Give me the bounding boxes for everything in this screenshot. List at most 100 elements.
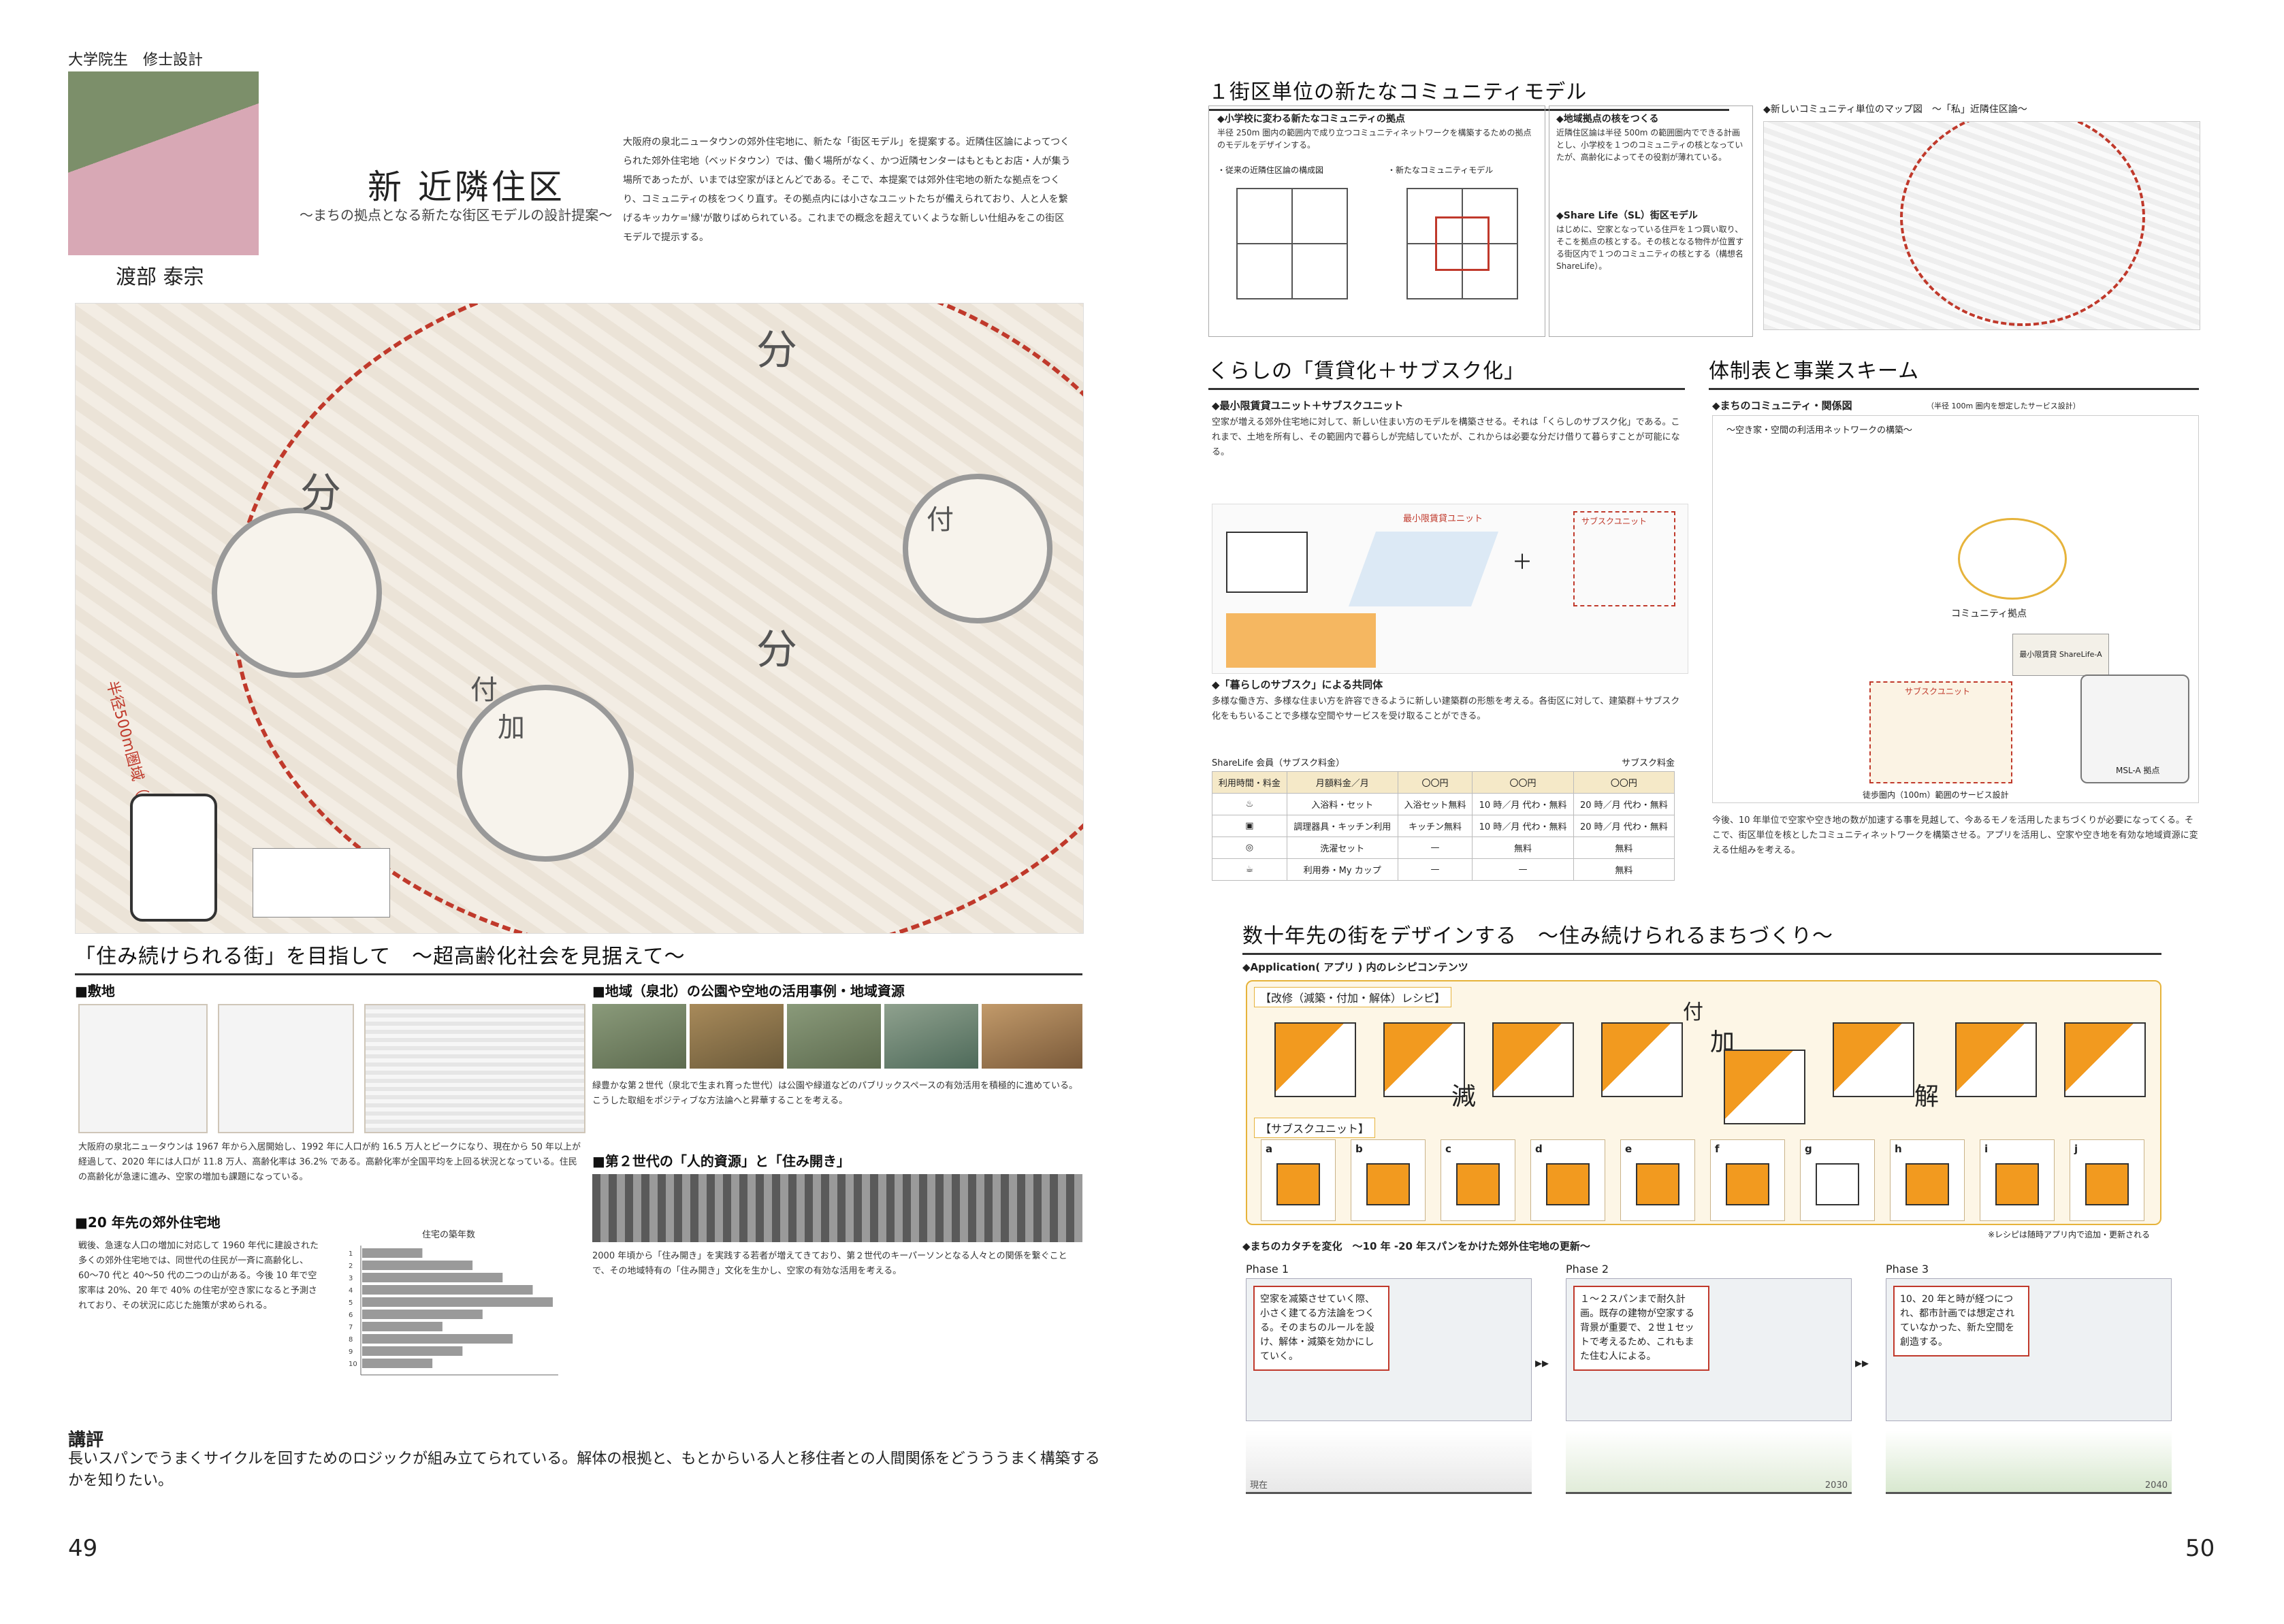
plus-icon: ＋ [1512,551,1532,574]
chart-bar [362,1334,513,1344]
min-unit-label: 最小限賃貸ユニット [1403,514,1483,524]
phone-icon [130,794,217,922]
phase-section: 2030 [1566,1431,1852,1494]
scheme-title: 体制表と事業スキーム [1709,354,2199,390]
chart-bar [362,1297,553,1307]
recipe-tag: 【改修（減築・付加・解体）レシピ】 [1254,987,1452,1007]
fee-cell: 10 時／月 代わ・無料 [1472,815,1574,837]
subscription-sub2: ◆「暮らしのサブスク」による共同体 [1212,679,1383,691]
community-side-panel: ◆地域拠点の核をつくる 近隣住区論は半径 500m の範囲圏内でできる計画とし、… [1549,105,1753,337]
table-row: ▣ 調理器具・キッチン利用 キッチン無料 10 時／月 代わ・無料 20 時／月… [1212,815,1675,837]
scheme-node-4: MSL-A 拠点 [2116,766,2160,775]
recipe-panel: 【改修（減築・付加・解体）レシピ】 減 付 加 解 【サブスクユニット】 a b… [1246,980,2161,1225]
community-text3: はじめに、空家となっている住戸を１つ買い取り、そこを拠点の核とする。その核となる… [1556,225,1744,271]
recipe-word-kai: 解 [1914,1083,1940,1111]
sub-unit-i: i [1980,1139,2055,1221]
fee-header: 利用時間・料金 [1212,771,1287,794]
diagram-label-2: ・新たなコミュニティモデル [1387,165,1494,175]
fee-cell: 利用券・My カップ [1286,858,1398,881]
phase-label: Phase 1 [1246,1263,1289,1276]
chart-bar [362,1285,533,1295]
fee-cell: 無料 [1472,837,1574,859]
author-name: 渡部 泰宗 [116,265,204,289]
suburb-heading: ■20 年先の郊外住宅地 [75,1214,221,1231]
neighborhood-illustration: 分 分 分 付 付 加 半径500m圏域（近隣住区） [75,303,1084,934]
chart-bar [362,1310,483,1319]
usage-photo-5 [982,1004,1082,1069]
label-fu-2: 付 [470,675,498,706]
recipe-step-7 [1955,1022,2037,1097]
table-row: ◎ 洗濯セット — 無料 無料 [1212,837,1675,859]
usage-photo-3 [787,1004,881,1069]
fee-icon-laundry: ◎ [1212,837,1287,859]
chart-tick-label: 4 [349,1287,353,1295]
community-sub2: ◆地域拠点の核をつくる [1556,114,1659,125]
phase-label: Phase 2 [1566,1263,1609,1276]
header-tag: 大学院生 修士設計 [68,52,204,69]
scheme-note: （半径 100m 圏内を想定したサービス設計） [1927,402,2080,410]
chart-tick-label: 9 [349,1348,353,1356]
diagram-label-1: ・従来の近隣住区論の構成図 [1217,165,1324,175]
recipe-word-fu: 付 [1683,1001,1703,1024]
recipe-step-5 [1724,1050,1805,1124]
fee-cell: 入浴セット無料 [1397,793,1473,815]
recipe-step-1 [1274,1022,1356,1097]
community-sub3: ◆Share Life（SL）街区モデル [1556,210,1698,221]
chart-tick-label: 1 [349,1250,353,1258]
chart-tick-label: 2 [349,1263,353,1270]
fee-header: 〇〇円 [1397,771,1473,794]
scheme-text: 今後、10 年単位で空家や空き地の数が加速する事を見越して、今あるモノを活用した… [1712,815,2198,856]
phase-year: 現在 [1250,1480,1268,1491]
sub-unit-e: e [1620,1139,1695,1221]
usage-photo-2 [690,1004,784,1069]
chart-bar [362,1248,423,1258]
sub-unit-c: c [1441,1139,1515,1221]
sub-unit-box: サブスクユニット [1573,511,1675,606]
label-fu-1: 付 [927,504,954,536]
scheme-hub-circle [1958,518,2067,600]
arrow-icon: ▸▸ [1535,1354,1549,1371]
sub-unit-b: b [1351,1139,1426,1221]
app-screen-card [253,848,390,917]
scheme-msl-box: MSL-A 拠点 [2080,675,2189,783]
generation-photos [592,1174,1082,1242]
fee-cell: キッチン無料 [1397,815,1473,837]
scheme-node-1: コミュニティ拠点 [1951,608,2027,619]
chart-bar [362,1359,433,1368]
recipe-word-gen: 減 [1451,1083,1477,1111]
usage-photo-4 [884,1004,978,1069]
map-title: ◆新しいコミュニティ単位のマップ図 ～「私」近隣住区論～ [1763,104,2027,115]
chart-bar [362,1322,443,1331]
usage-photo-1 [592,1004,686,1069]
chart-title: 住宅の築年数 [422,1230,475,1240]
label-bun-3: 分 [756,626,797,674]
site-map-2 [218,1004,354,1133]
min-unit-shape [1348,532,1499,606]
scheme-node-2: 最小限賃貸 ShareLife-A [2012,634,2109,676]
sub-unit-d: d [1530,1139,1605,1221]
min-unit-section [1226,613,1376,668]
sub-unit-j: j [2070,1139,2144,1221]
label-bun-2: 分 [300,470,341,517]
page-number-right: 50 [2185,1535,2215,1562]
diagram-grid-new [1406,188,1518,299]
fee-table-wrap: ShareLife 会員（サブスク料金） サブスク料金 利用時間・料金 月額料金… [1212,756,1675,881]
recipe-note: ※レシピは随時アプリ内で追加・更新される [1988,1230,2151,1239]
phase-section: 現在 [1246,1431,1532,1494]
fee-header: 月額料金／月 [1286,771,1398,794]
recipe-step-3 [1492,1022,1574,1097]
fee-icon-kitchen: ▣ [1212,815,1287,837]
fee-cell: 入浴料・セット [1286,793,1398,815]
sub-unit-label: サブスクユニット [1581,517,1647,526]
section-title-sustainable: 「住み続けられる街」を目指して ～超高齢化社会を見据えて～ [75,939,1082,975]
fee-cell: 20 時／月 代わ・無料 [1573,793,1675,815]
page-subtitle: ～まちの拠点となる新たな街区モデルの設計提案～ [300,207,613,223]
fee-icon-cup: ☕ [1212,858,1287,881]
fee-table: 利用時間・料金 月額料金／月 〇〇円 〇〇円 〇〇円 ♨ 入浴料・セット 入浴セ… [1212,771,1675,881]
fee-header: 〇〇円 [1573,771,1675,794]
fee-cell: — [1397,837,1473,859]
unit-tag: 【サブスクユニット】 [1254,1118,1376,1138]
usage-heading: ■地域（泉北）の公園や空地の活用事例・地域資源 [592,983,905,999]
